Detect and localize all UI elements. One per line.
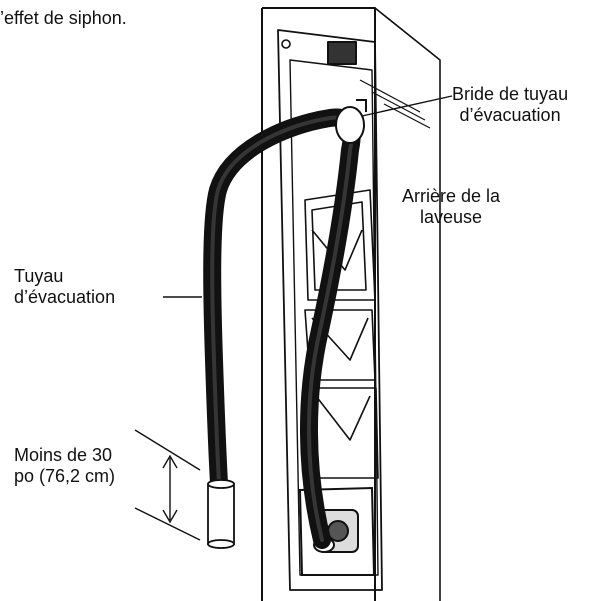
label-washer-back-line-2: laveuse: [420, 207, 483, 227]
washer-cabinet: [261, 7, 441, 601]
rib-upper-zig: [311, 229, 363, 271]
label-hose-clamp: Bride de tuyau d’évacuation: [452, 84, 568, 126]
cabinet-side-panel: [374, 7, 441, 601]
leader-hose-clamp: [361, 95, 453, 117]
dimension-extension-top: [134, 429, 201, 471]
dimension-arrow-down: [162, 509, 178, 524]
drain-hose-highlight: [210, 115, 354, 542]
hose-clamp-hook: [356, 99, 367, 112]
rear-panel-outline: [277, 29, 383, 591]
leader-lines: [163, 95, 453, 298]
dimension-arrow-up: [162, 454, 178, 469]
label-height-limit-line-1: Moins de 30: [14, 445, 113, 465]
label-hose-clamp-line-2: d’évacuation: [459, 105, 561, 125]
label-drain-hose-line-1: Tuyau: [14, 266, 64, 286]
label-hose-clamp-line-1: Bride de tuyau: [452, 84, 569, 104]
rear-panel-top-vent: [327, 41, 357, 65]
standpipe-opening: [207, 479, 235, 489]
label-drain-hose-line-2: d’évacuation: [14, 287, 116, 307]
standpipe: [207, 479, 235, 549]
drain-outlet-housing: [298, 486, 376, 576]
height-dimension: [134, 429, 201, 541]
label-height-limit-line-2: po (76,2 cm): [14, 466, 116, 486]
hose-clamp: [335, 99, 367, 144]
label-height-limit: Moins de 30 po (76,2 cm): [14, 445, 115, 487]
label-drain-hose: Tuyau d’évacuation: [14, 266, 115, 308]
cabinet-top-hatching: [359, 79, 431, 129]
rear-panel-inner-outline: [289, 59, 379, 576]
standpipe-bottom: [207, 539, 235, 549]
label-washer-back-line-1: Arrière de la: [402, 186, 501, 206]
drain-outlet-port: [327, 520, 349, 542]
hose-clamp-ring: [335, 106, 365, 144]
standpipe-body: [207, 483, 235, 545]
drain-hose: [203, 108, 361, 549]
rib-lower-zig: [315, 395, 371, 441]
rear-panel-screw-hole: [281, 39, 291, 49]
label-washer-back: Arrière de la laveuse: [402, 186, 500, 228]
cabinet-rear-frame: [261, 7, 376, 601]
caption-fragment: ’effet de siphon.: [0, 8, 127, 28]
dimension-extension-bottom: [134, 507, 201, 541]
rear-panel: [277, 29, 383, 591]
